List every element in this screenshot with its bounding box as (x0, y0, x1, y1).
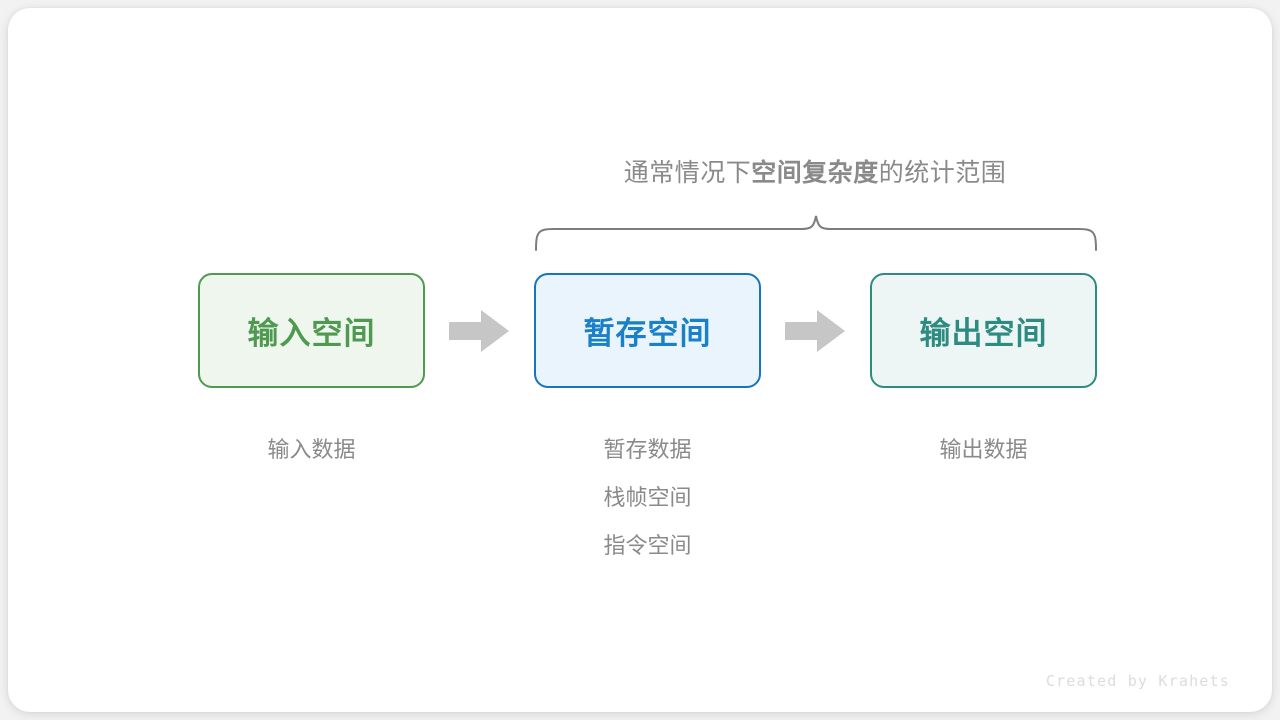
arrow-right-icon (449, 310, 509, 352)
box-output-space-label: 输出空间 (919, 316, 1048, 351)
box-input-space-label: 输入空间 (247, 316, 376, 351)
caption-temp: 暂存数据 栈帧空间 指令空间 (534, 426, 761, 570)
range-caption-lead: 通常情况下 (623, 159, 752, 187)
box-input-space[interactable]: 输入空间 (198, 273, 425, 388)
range-caption: 通常情况下空间复杂度的统计范围 (8, 153, 1272, 189)
curly-brace (526, 206, 1106, 258)
box-temp-space-label: 暂存空间 (583, 316, 712, 351)
diagram-card: 通常情况下空间复杂度的统计范围 输入空间 暂存空间 (8, 8, 1272, 712)
range-caption-tail: 的统计范围 (878, 159, 1007, 187)
caption-input-line-1: 输入数据 (267, 437, 356, 462)
caption-temp-line-1: 暂存数据 (603, 437, 692, 462)
footer-credit: Created by Krahets (1045, 672, 1230, 690)
caption-temp-line-3: 指令空间 (603, 533, 692, 558)
caption-output-line-1: 输出数据 (939, 437, 1028, 462)
arrow-right-icon (785, 310, 845, 352)
box-output-space[interactable]: 输出空间 (870, 273, 1097, 388)
box-temp-space[interactable]: 暂存空间 (534, 273, 761, 388)
caption-output: 输出数据 (870, 426, 1097, 474)
caption-temp-line-2: 栈帧空间 (603, 485, 692, 510)
caption-input: 输入数据 (198, 426, 425, 474)
range-caption-emphasis: 空间复杂度 (751, 159, 879, 187)
